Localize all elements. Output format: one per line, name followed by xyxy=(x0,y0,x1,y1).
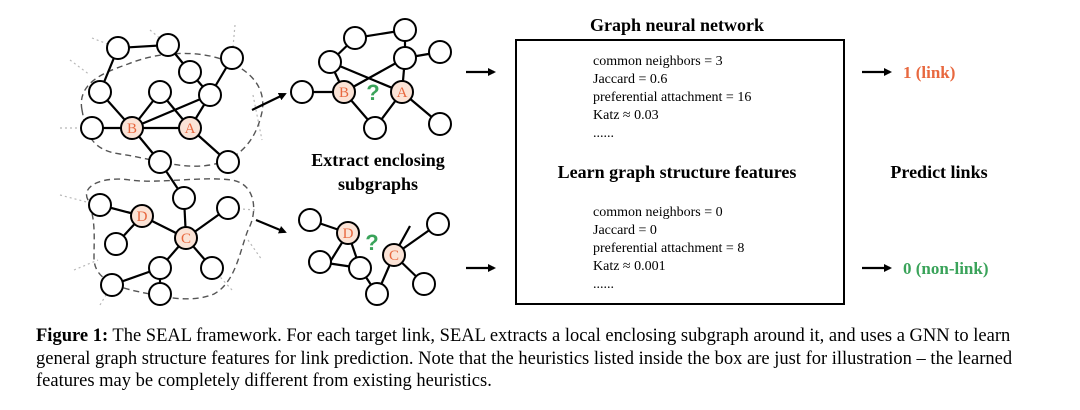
predict-label: Predict links xyxy=(890,162,987,182)
gnn-title: Graph neural network xyxy=(590,15,764,35)
feature-top-2: preferential attachment = 16 xyxy=(593,90,751,105)
figure-caption: Figure 1: The SEAL framework. For each t… xyxy=(36,325,1056,393)
node-b-label: B xyxy=(127,121,137,137)
feature-bottom-3: Katz ≈ 0.001 xyxy=(593,259,666,274)
node-c xyxy=(174,226,198,250)
caption-label: Figure 1: xyxy=(36,326,109,346)
feature-bottom-0: common neighbors = 0 xyxy=(593,205,723,220)
feature-bottom-2: preferential attachment = 8 xyxy=(593,241,744,256)
node-b xyxy=(120,116,144,140)
output-link: 1 (link) xyxy=(903,63,955,82)
feature-top-3: Katz ≈ 0.03 xyxy=(593,108,659,123)
lower-subgraph-region xyxy=(85,178,255,300)
subgraph-node-c-label: C xyxy=(389,248,399,264)
features-top: common neighbors = 3 Jaccard = 0.6 prefe… xyxy=(593,54,751,141)
features-bottom: common neighbors = 0 Jaccard = 0 prefere… xyxy=(593,205,744,292)
graph-nodes: B A D C xyxy=(80,33,244,306)
node-d-label: D xyxy=(137,209,148,225)
seal-diagram: B A D C B A ? xyxy=(59,15,989,306)
node-d xyxy=(130,204,154,228)
node-c-label: C xyxy=(181,231,191,247)
feature-bottom-1: Jaccard = 0 xyxy=(593,223,657,238)
full-graph: B A D C xyxy=(59,24,264,306)
feature-top-0: common neighbors = 3 xyxy=(593,54,723,69)
subgraph-node-d-label: D xyxy=(343,226,354,242)
node-a-label: A xyxy=(185,121,196,137)
arrow-to-lower-subgraph xyxy=(255,218,287,234)
learn-label: Learn graph structure features xyxy=(558,162,797,182)
arrow-to-upper-subgraph xyxy=(251,93,287,111)
lower-enclosing-subgraph: D C ? xyxy=(298,208,450,306)
gnn-box xyxy=(515,39,845,305)
node-a xyxy=(178,116,202,140)
feature-top-4: ...... xyxy=(593,126,614,141)
question-mark-upper: ? xyxy=(366,80,379,105)
subgraph-node-b-label: B xyxy=(339,85,349,101)
extract-label-line1: Extract enclosing xyxy=(311,150,444,170)
subgraph-node-a-label: A xyxy=(397,85,408,101)
output-nonlink: 0 (non-link) xyxy=(903,259,989,278)
upper-subgraph-region xyxy=(80,52,264,167)
feature-bottom-4: ...... xyxy=(593,277,614,292)
caption-text: The SEAL framework. For each target link… xyxy=(36,326,1013,391)
question-mark-lower: ? xyxy=(365,230,378,255)
feature-top-1: Jaccard = 0.6 xyxy=(593,72,667,87)
extract-label-line2: subgraphs xyxy=(338,174,418,194)
upper-enclosing-subgraph: B A ? xyxy=(290,18,452,140)
